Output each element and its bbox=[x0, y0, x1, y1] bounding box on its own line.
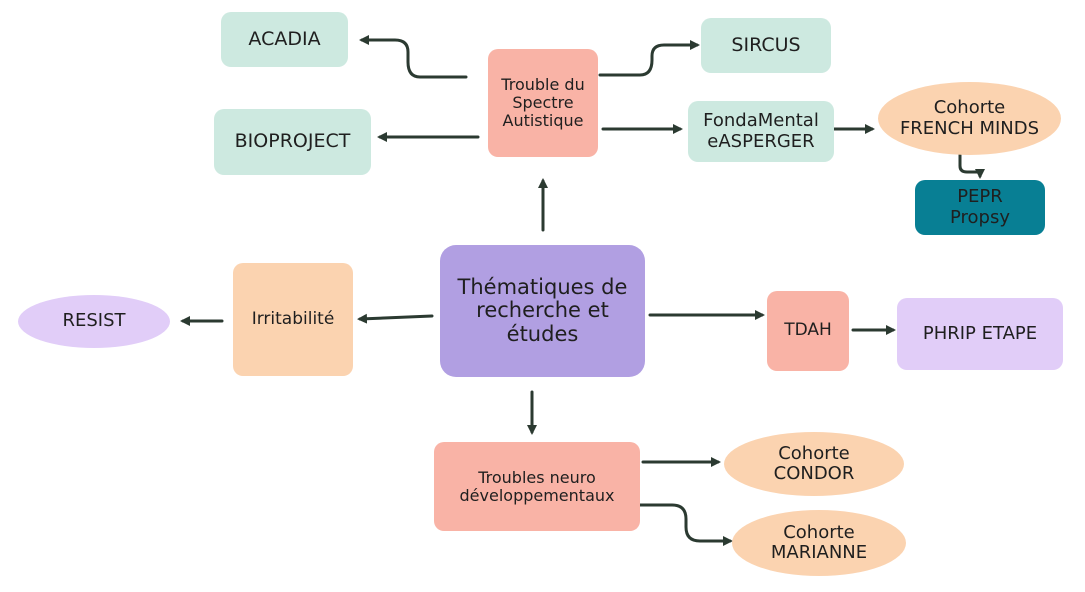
node-resist-label: RESIST bbox=[62, 310, 126, 332]
arrow-center-to-irritabilite bbox=[357, 313, 434, 324]
node-phrip-etape: PHRIP ETAPE bbox=[897, 298, 1063, 370]
node-acadia-label: ACADIA bbox=[248, 27, 321, 50]
node-cohorte-condor: Cohorte CONDOR bbox=[724, 432, 904, 496]
node-phrip-label: PHRIP ETAPE bbox=[922, 322, 1038, 344]
node-tnd-label: Troubles neuro développementaux bbox=[459, 467, 615, 505]
node-tdah-label: TDAH bbox=[784, 320, 832, 341]
node-trouble-spectre-autistique: Trouble du Spectre Autistique bbox=[488, 49, 598, 157]
node-cohorte-french-minds: Cohorte FRENCH MINDS bbox=[878, 82, 1061, 155]
arrow-tnd-to-marianne bbox=[638, 503, 733, 546]
node-irritabilite: Irritabilité bbox=[233, 263, 353, 376]
node-pepr-label: PEPR Propsy bbox=[949, 186, 1010, 228]
node-marianne-label: Cohorte MARIANNE bbox=[770, 521, 868, 563]
node-tsa-label: Trouble du Spectre Autistique bbox=[501, 75, 585, 130]
node-center-label: Thématiques de recherche et études bbox=[457, 274, 628, 346]
node-fondamental-easperger: FondaMental eASPERGER bbox=[688, 101, 834, 162]
node-resist: RESIST bbox=[18, 295, 170, 348]
node-acadia: ACADIA bbox=[221, 12, 348, 67]
node-bioproject: BIOPROJECT bbox=[214, 109, 371, 175]
node-sircus: SIRCUS bbox=[701, 18, 831, 73]
node-pepr-propsy: PEPR Propsy bbox=[915, 180, 1045, 235]
node-irritabilite-label: Irritabilité bbox=[251, 308, 335, 329]
node-cohorte-marianne: Cohorte MARIANNE bbox=[732, 510, 906, 576]
arrow-french-minds-to-pepr bbox=[958, 153, 985, 179]
node-condor-label: Cohorte CONDOR bbox=[773, 442, 855, 484]
arrow-tsa-to-acadia bbox=[359, 35, 468, 79]
node-troubles-neurodeveloppementaux: Troubles neuro développementaux bbox=[434, 442, 640, 531]
node-french-minds-label: Cohorte FRENCH MINDS bbox=[899, 97, 1040, 139]
node-sircus-label: SIRCUS bbox=[731, 33, 801, 56]
node-tdah: TDAH bbox=[767, 291, 849, 371]
arrow-tsa-to-sircus bbox=[598, 40, 700, 77]
node-bioproject-label: BIOPROJECT bbox=[234, 130, 351, 153]
node-fondamental-label: FondaMental eASPERGER bbox=[703, 110, 819, 152]
node-thematiques-center: Thématiques de recherche et études bbox=[440, 245, 645, 377]
